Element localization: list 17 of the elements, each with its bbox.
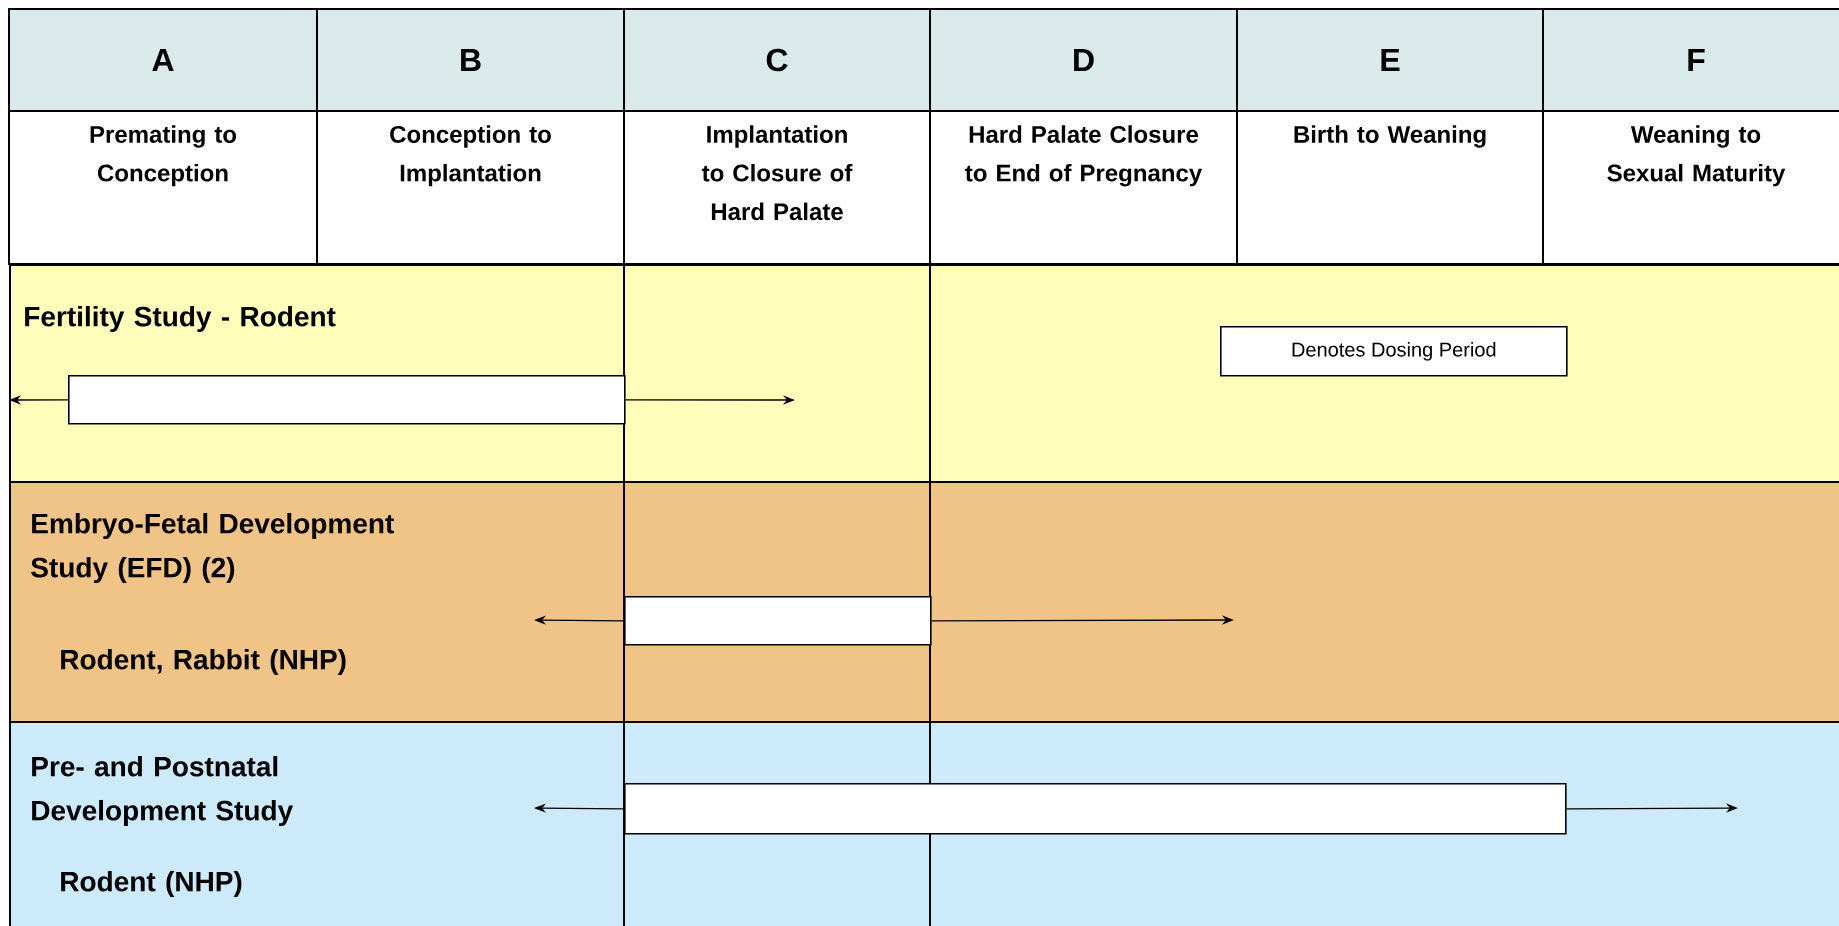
dosing-bar bbox=[624, 596, 932, 646]
dosing-bar bbox=[68, 375, 626, 425]
table-cell: F bbox=[1542, 8, 1839, 112]
table-cell: A bbox=[8, 8, 318, 112]
table-cell: B bbox=[316, 8, 625, 112]
table-cell: Conception to Implantation bbox=[316, 110, 625, 265]
key-box: Denotes Dosing Period bbox=[1220, 326, 1568, 377]
table-cell: Birth to Weaning bbox=[1236, 110, 1544, 265]
table-cell: C bbox=[623, 8, 931, 112]
table-cell: Weaning to Sexual Maturity bbox=[1542, 110, 1839, 265]
table-cell: Hard Palate Closure to End of Pregnancy bbox=[929, 110, 1238, 265]
table-cell: Implantation to Closure of Hard Palate bbox=[623, 110, 931, 265]
table-cell: E bbox=[1236, 8, 1544, 112]
study-band: Embryo-Fetal Development Study (EFD) (2) Rodent, Rabbit (NHP) bbox=[9, 481, 1839, 723]
dosing-bar bbox=[624, 783, 1567, 835]
table-cell: D bbox=[929, 8, 1238, 112]
table-cell: Premating to Conception bbox=[8, 110, 318, 265]
